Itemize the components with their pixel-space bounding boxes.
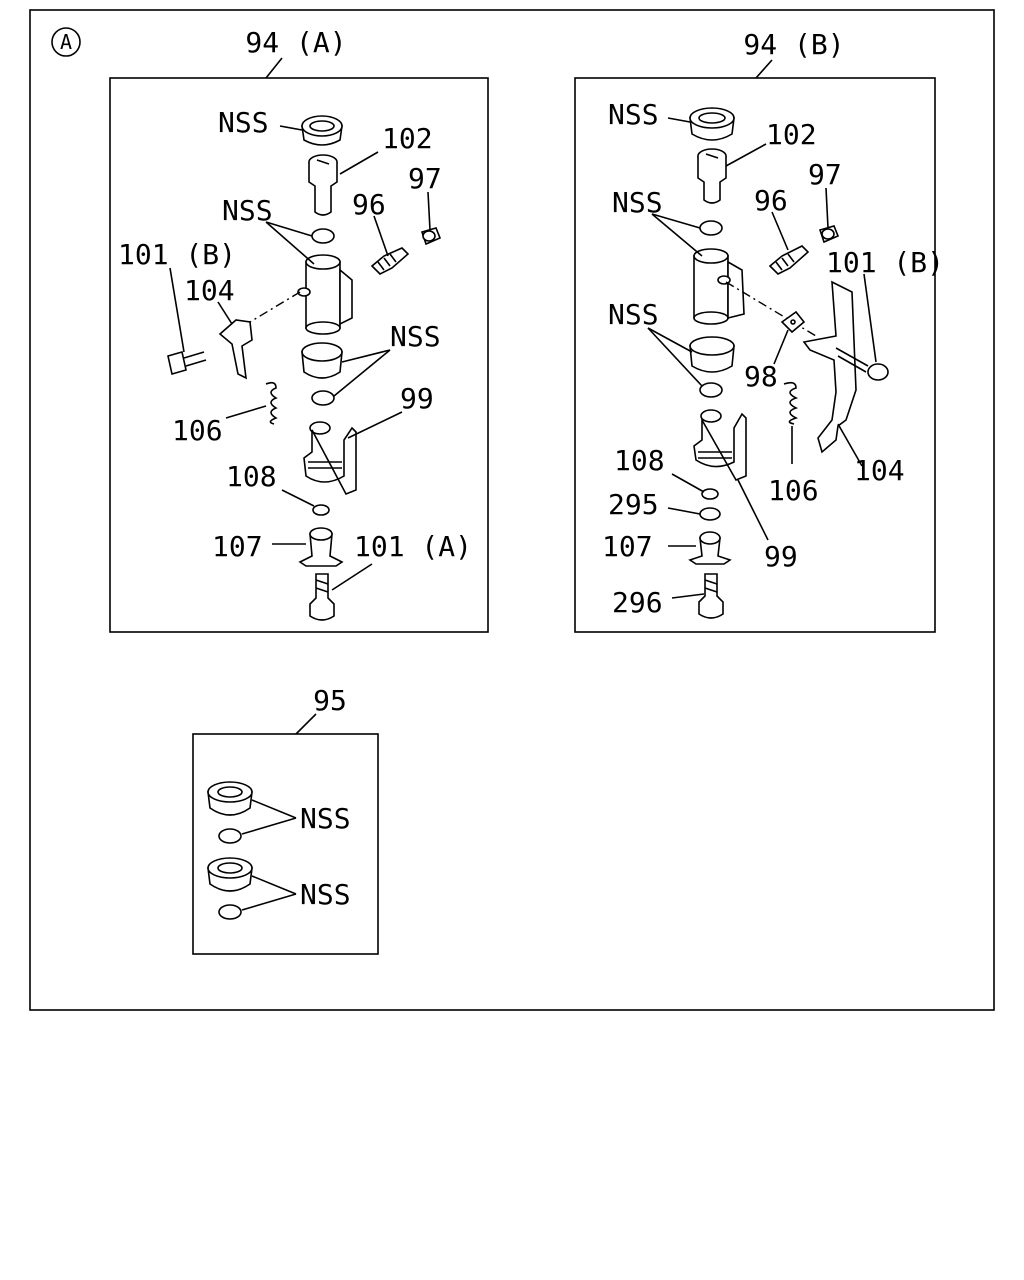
assembly-94a: 94 (A) xyxy=(109,26,489,633)
callout-295-b: 295 xyxy=(608,488,659,521)
part-nss-ring-95-1 xyxy=(218,828,242,844)
assembly-94b-leaders xyxy=(647,117,877,599)
assembly-94b-title-leader xyxy=(755,59,773,79)
part-valve-body-a xyxy=(297,254,353,335)
outer-frame xyxy=(29,9,995,1011)
assembly-94a-title-leader xyxy=(265,57,283,79)
part-101b-a xyxy=(167,350,207,376)
section-marker-letter: A xyxy=(60,30,72,54)
assembly-95-title: 95 xyxy=(313,684,347,717)
callout-nss-low-a: NSS xyxy=(390,320,441,353)
callout-97-b: 97 xyxy=(808,158,842,191)
part-101a-a xyxy=(309,573,335,621)
part-107-a xyxy=(298,527,344,567)
part-96-b xyxy=(768,245,810,275)
callout-nss-95-1: NSS xyxy=(300,802,351,835)
part-nss-ring-b xyxy=(699,382,723,398)
callout-97-a: 97 xyxy=(408,162,442,195)
part-nss-cap-95-1 xyxy=(207,781,253,816)
callout-102-a: 102 xyxy=(382,122,433,155)
callout-nss-top-a: NSS xyxy=(218,106,269,139)
callout-nss-mid-a: NSS xyxy=(222,194,273,227)
part-106-a xyxy=(265,381,278,425)
part-98-b xyxy=(780,310,806,334)
assembly-95-leaders xyxy=(241,799,297,911)
part-nss-washer-a xyxy=(311,228,335,244)
part-96-a xyxy=(370,247,410,275)
part-104-b xyxy=(802,280,857,454)
axis-line-b xyxy=(725,281,817,337)
part-valve-body-b xyxy=(693,248,745,325)
callout-nss-95-2: NSS xyxy=(300,878,351,911)
part-108-b xyxy=(701,488,719,500)
callout-nss-mid-b: NSS xyxy=(612,186,663,219)
part-nss-seal-a xyxy=(301,342,343,379)
callout-104-a: 104 xyxy=(184,274,235,307)
part-295-b xyxy=(699,507,721,521)
assembly-94b-frame xyxy=(574,77,936,633)
part-nss-cap-a xyxy=(301,115,343,146)
callout-nss-top-b: NSS xyxy=(608,98,659,131)
part-107-b xyxy=(688,531,732,565)
axis-line-a xyxy=(229,291,301,335)
part-99-a xyxy=(303,421,357,496)
part-97-a xyxy=(420,227,442,246)
part-nss-cap-95-2 xyxy=(207,857,253,892)
part-102-b xyxy=(697,148,727,204)
assembly-95-frame xyxy=(192,733,379,955)
assembly-94a-leaders xyxy=(169,125,431,591)
callout-96-b: 96 xyxy=(754,184,788,217)
callout-96-a: 96 xyxy=(352,188,386,221)
callout-99-a: 99 xyxy=(400,382,434,415)
callout-104-b: 104 xyxy=(854,454,905,487)
assembly-95: 95 NSS NSS xyxy=(192,684,379,955)
callout-107-a: 107 xyxy=(212,530,263,563)
callout-102-b: 102 xyxy=(766,118,817,151)
callout-101b-b: 101 (B) xyxy=(826,246,944,279)
part-296-b xyxy=(698,573,724,619)
part-nss-seal-b xyxy=(689,336,735,373)
part-97-b xyxy=(818,225,840,244)
callout-296-b: 296 xyxy=(612,586,663,619)
part-nss-washer-b xyxy=(699,220,723,236)
part-102-a xyxy=(308,154,338,216)
callout-101a-a: 101 (A) xyxy=(354,530,472,563)
part-106-b xyxy=(783,381,799,425)
assembly-94b: 94 (B) xyxy=(574,28,944,633)
assembly-94a-title: 94 (A) xyxy=(245,26,346,59)
callout-98-b: 98 xyxy=(744,360,778,393)
callout-106-a: 106 xyxy=(172,414,223,447)
part-nss-ring-a xyxy=(311,390,335,406)
part-nss-ring-95-2 xyxy=(218,904,242,920)
callout-108-b: 108 xyxy=(614,444,665,477)
part-nss-cap-b xyxy=(689,107,735,141)
callout-108-a: 108 xyxy=(226,460,277,493)
section-marker: A xyxy=(51,27,81,57)
part-99-b xyxy=(693,409,747,482)
callout-106-b: 106 xyxy=(768,474,819,507)
callout-107-b: 107 xyxy=(602,530,653,563)
assembly-94b-title: 94 (B) xyxy=(743,28,844,61)
part-104-a xyxy=(218,319,253,380)
part-108-a xyxy=(312,504,330,516)
callout-nss-low-b: NSS xyxy=(608,298,659,331)
assembly-95-title-leader xyxy=(295,713,317,735)
callout-99-b: 99 xyxy=(764,540,798,573)
part-101b-b xyxy=(835,347,889,381)
assembly-94a-frame xyxy=(109,77,489,633)
callout-101b-a: 101 (B) xyxy=(118,238,236,271)
